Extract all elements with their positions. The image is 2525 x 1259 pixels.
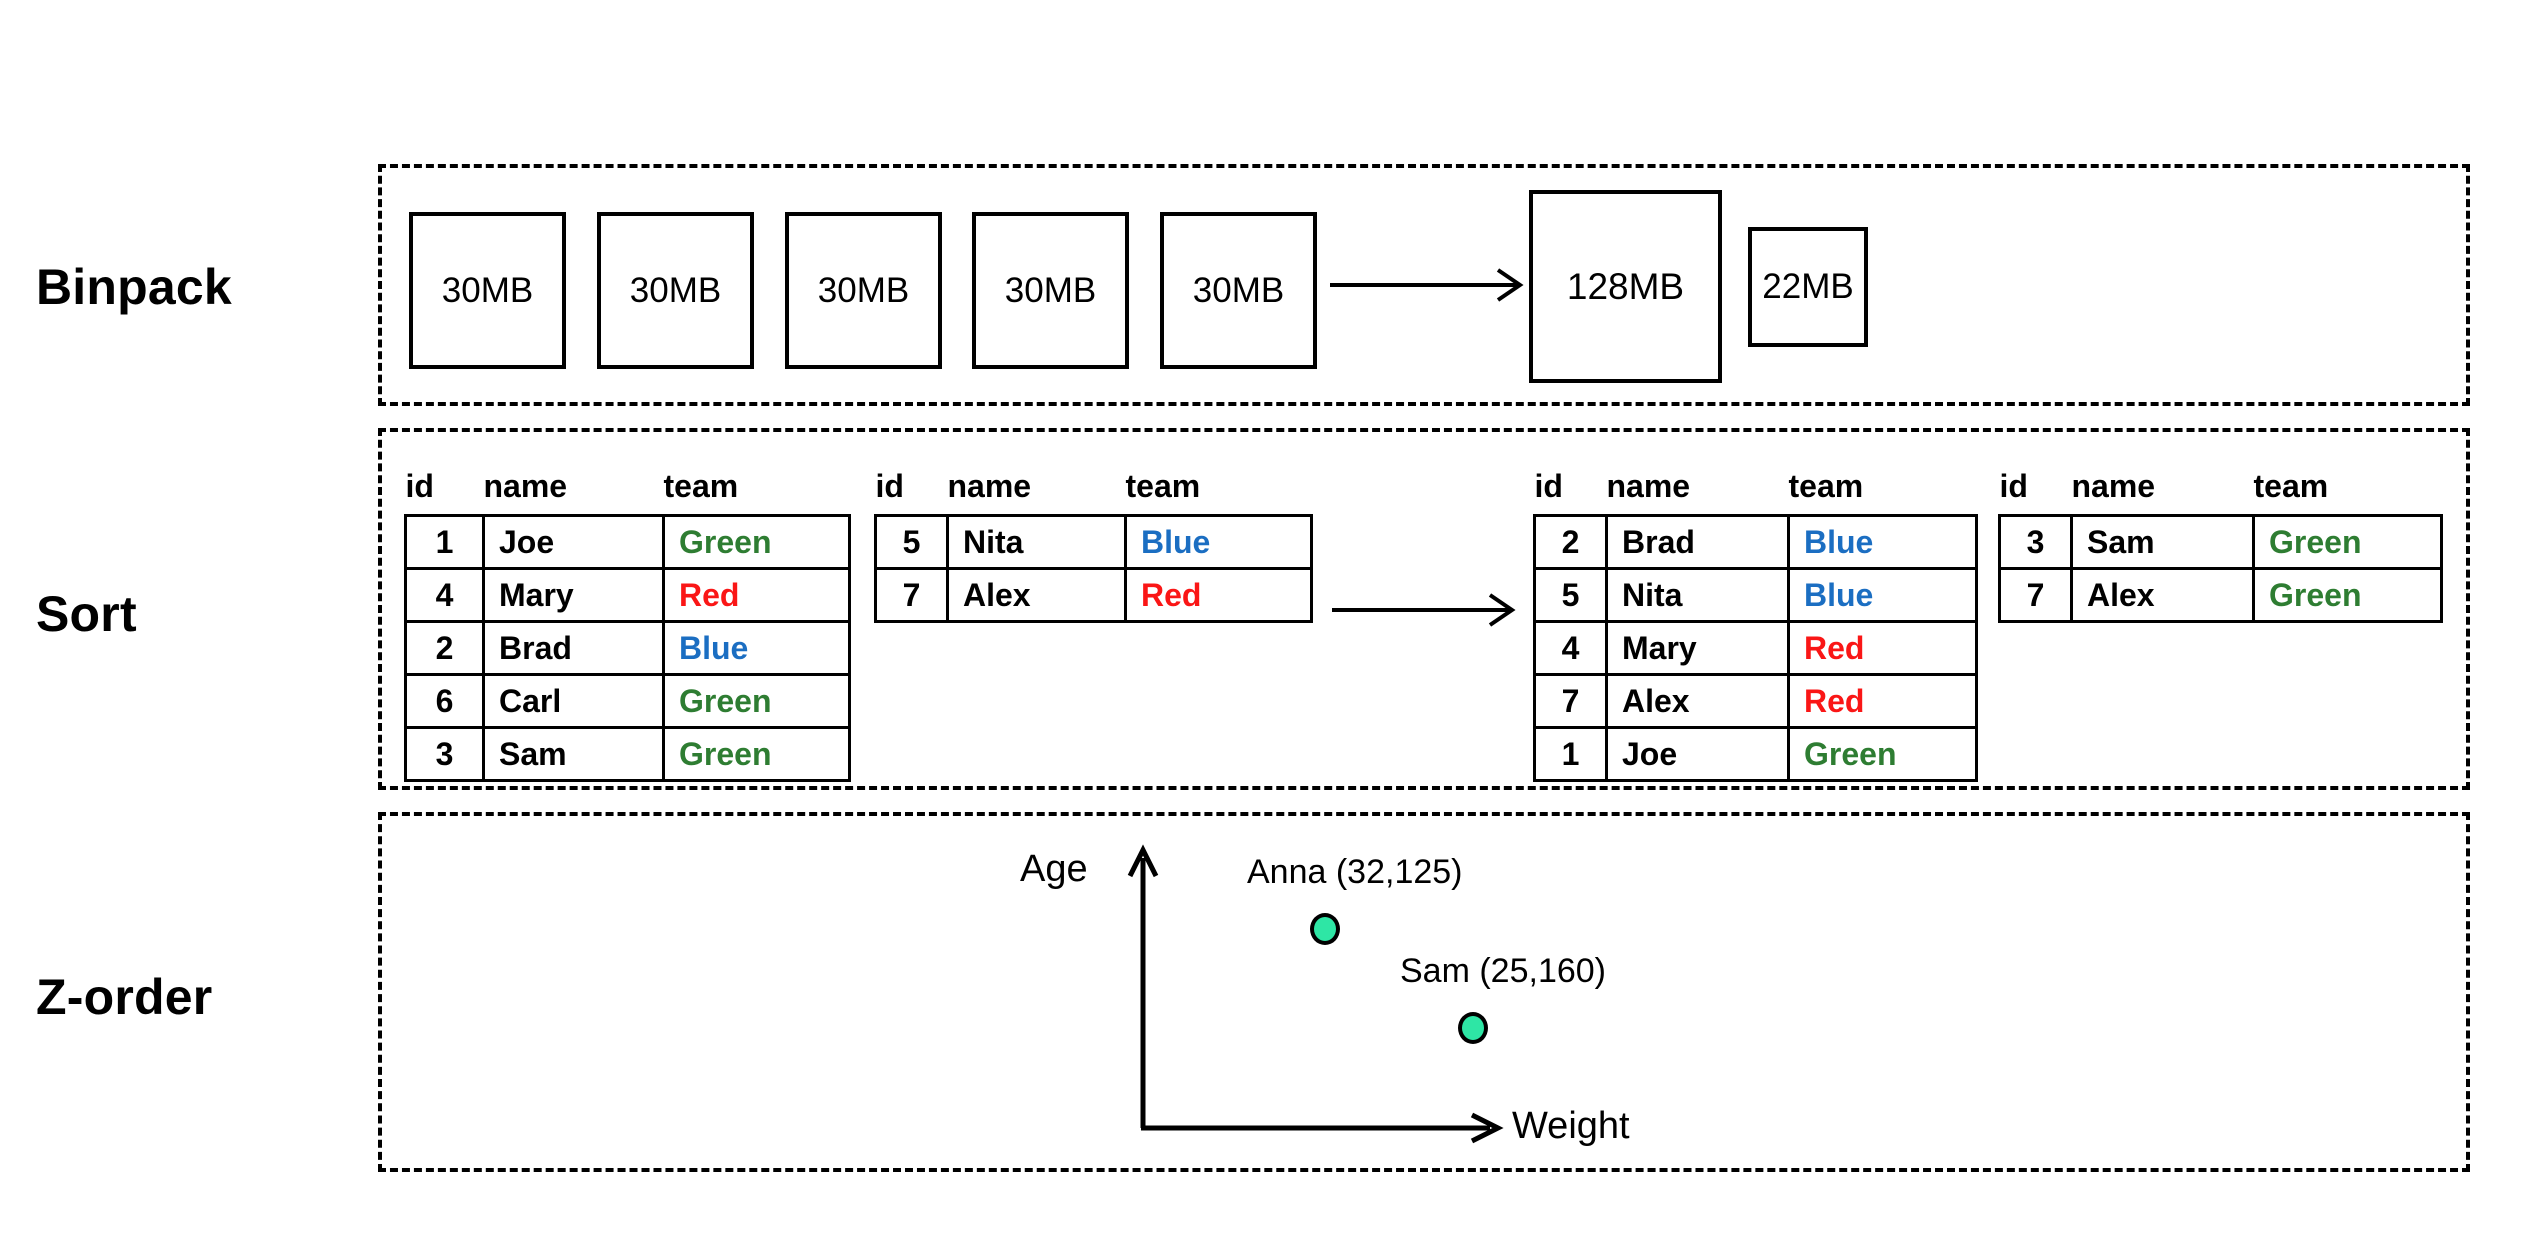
row-label-binpack: Binpack [36, 259, 232, 315]
column-header-name: name [1606, 468, 1691, 504]
cell-id: 1 [404, 514, 485, 570]
table-row: 2 Brad Blue [404, 620, 851, 676]
binpack-input-box: 30MB [1160, 212, 1317, 369]
cell-name: Mary [1605, 620, 1790, 676]
binpack-input-box: 30MB [972, 212, 1129, 369]
plot-axes-icon [1127, 844, 1504, 1144]
column-header-name: name [2071, 468, 2156, 504]
table-header-row: id name team [876, 468, 1312, 516]
sort-table-output-2: id name team 3 Sam Green 7 Alex Green [1998, 468, 2443, 623]
cell-team: Blue [662, 620, 851, 676]
cell-id: 4 [404, 567, 485, 623]
cell-team: Blue [1787, 514, 1978, 570]
cell-team: Green [662, 673, 851, 729]
cell-id: 7 [874, 567, 949, 623]
cell-name: Sam [482, 726, 665, 782]
table-row: 5 Nita Blue [1533, 567, 1978, 623]
cell-id: 1 [1533, 726, 1608, 782]
cell-team: Green [1787, 726, 1978, 782]
cell-name: Alex [946, 567, 1127, 623]
cell-name: Brad [1605, 514, 1790, 570]
cell-team: Green [662, 726, 851, 782]
table-row: 7 Alex Red [874, 567, 1313, 623]
sort-panel [378, 428, 2470, 790]
binpack-input-box: 30MB [409, 212, 566, 369]
column-header-id: id [875, 468, 904, 504]
cell-id: 3 [404, 726, 485, 782]
cell-id: 7 [1533, 673, 1608, 729]
y-axis-label: Age [1020, 848, 1088, 890]
cell-name: Nita [1605, 567, 1790, 623]
x-axis-label: Weight [1512, 1105, 1630, 1147]
column-header-name: name [483, 468, 568, 504]
binpack-panel [378, 164, 2470, 406]
sort-table-input-2: id name team 5 Nita Blue 7 Alex Red [874, 468, 1313, 623]
table-header-row: id name team [2000, 468, 2442, 516]
cell-name: Sam [2070, 514, 2255, 570]
zorder-panel [378, 812, 2470, 1172]
column-header-team: team [2253, 468, 2329, 504]
table-row: 5 Nita Blue [874, 514, 1313, 570]
row-label-zorder: Z-order [36, 969, 213, 1025]
cell-id: 7 [1998, 567, 2073, 623]
cell-name: Carl [482, 673, 665, 729]
sort-table-input-1: id name team 1 Joe Green 4 Mary Red 2 Br… [404, 468, 851, 782]
sort-table-output-1: id name team 2 Brad Blue 5 Nita Blue 4 M… [1533, 468, 1978, 782]
cell-team: Red [1787, 620, 1978, 676]
cell-id: 4 [1533, 620, 1608, 676]
table-row: 1 Joe Green [404, 514, 851, 570]
table-row: 4 Mary Red [404, 567, 851, 623]
cell-name: Mary [482, 567, 665, 623]
cell-team: Green [2252, 567, 2443, 623]
binpack-input-box: 30MB [597, 212, 754, 369]
cell-name: Nita [946, 514, 1127, 570]
cell-name: Alex [1605, 673, 1790, 729]
cell-name: Joe [482, 514, 665, 570]
table-row: 3 Sam Green [404, 726, 851, 782]
binpack-arrow-icon [1330, 268, 1524, 302]
table-row: 3 Sam Green [1998, 514, 2443, 570]
table-header-row: id name team [1535, 468, 1977, 516]
data-point-sam [1458, 1012, 1488, 1044]
table-row: 1 Joe Green [1533, 726, 1978, 782]
row-label-sort: Sort [36, 586, 137, 642]
binpack-input-box: 30MB [785, 212, 942, 369]
column-header-name: name [947, 468, 1032, 504]
table-row: 6 Carl Green [404, 673, 851, 729]
sort-arrow-icon [1332, 593, 1516, 627]
cell-id: 2 [1533, 514, 1608, 570]
cell-id: 2 [404, 620, 485, 676]
column-header-team: team [663, 468, 739, 504]
column-header-team: team [1125, 468, 1201, 504]
cell-name: Joe [1605, 726, 1790, 782]
column-header-id: id [1999, 468, 2028, 504]
cell-team: Blue [1124, 514, 1313, 570]
cell-team: Green [662, 514, 851, 570]
cell-team: Red [662, 567, 851, 623]
cell-team: Blue [1787, 567, 1978, 623]
binpack-output-box: 128MB [1529, 190, 1722, 383]
cell-name: Brad [482, 620, 665, 676]
cell-team: Red [1787, 673, 1978, 729]
cell-id: 6 [404, 673, 485, 729]
cell-id: 5 [1533, 567, 1608, 623]
table-row: 7 Alex Green [1998, 567, 2443, 623]
point-label-anna: Anna (32,125) [1247, 853, 1463, 891]
cell-team: Green [2252, 514, 2443, 570]
data-point-anna [1310, 913, 1340, 945]
point-label-sam: Sam (25,160) [1400, 952, 1606, 990]
column-header-id: id [1534, 468, 1563, 504]
binpack-output-box: 22MB [1748, 227, 1868, 347]
zorder-scatter-plot: Age Weight Anna (32,125) Sam (25,160) [1000, 830, 1760, 1160]
column-header-team: team [1788, 468, 1864, 504]
cell-name: Alex [2070, 567, 2255, 623]
table-row: 7 Alex Red [1533, 673, 1978, 729]
cell-id: 5 [874, 514, 949, 570]
cell-team: Red [1124, 567, 1313, 623]
column-header-id: id [405, 468, 434, 504]
table-header-row: id name team [406, 468, 850, 516]
table-row: 4 Mary Red [1533, 620, 1978, 676]
cell-id: 3 [1998, 514, 2073, 570]
table-row: 2 Brad Blue [1533, 514, 1978, 570]
